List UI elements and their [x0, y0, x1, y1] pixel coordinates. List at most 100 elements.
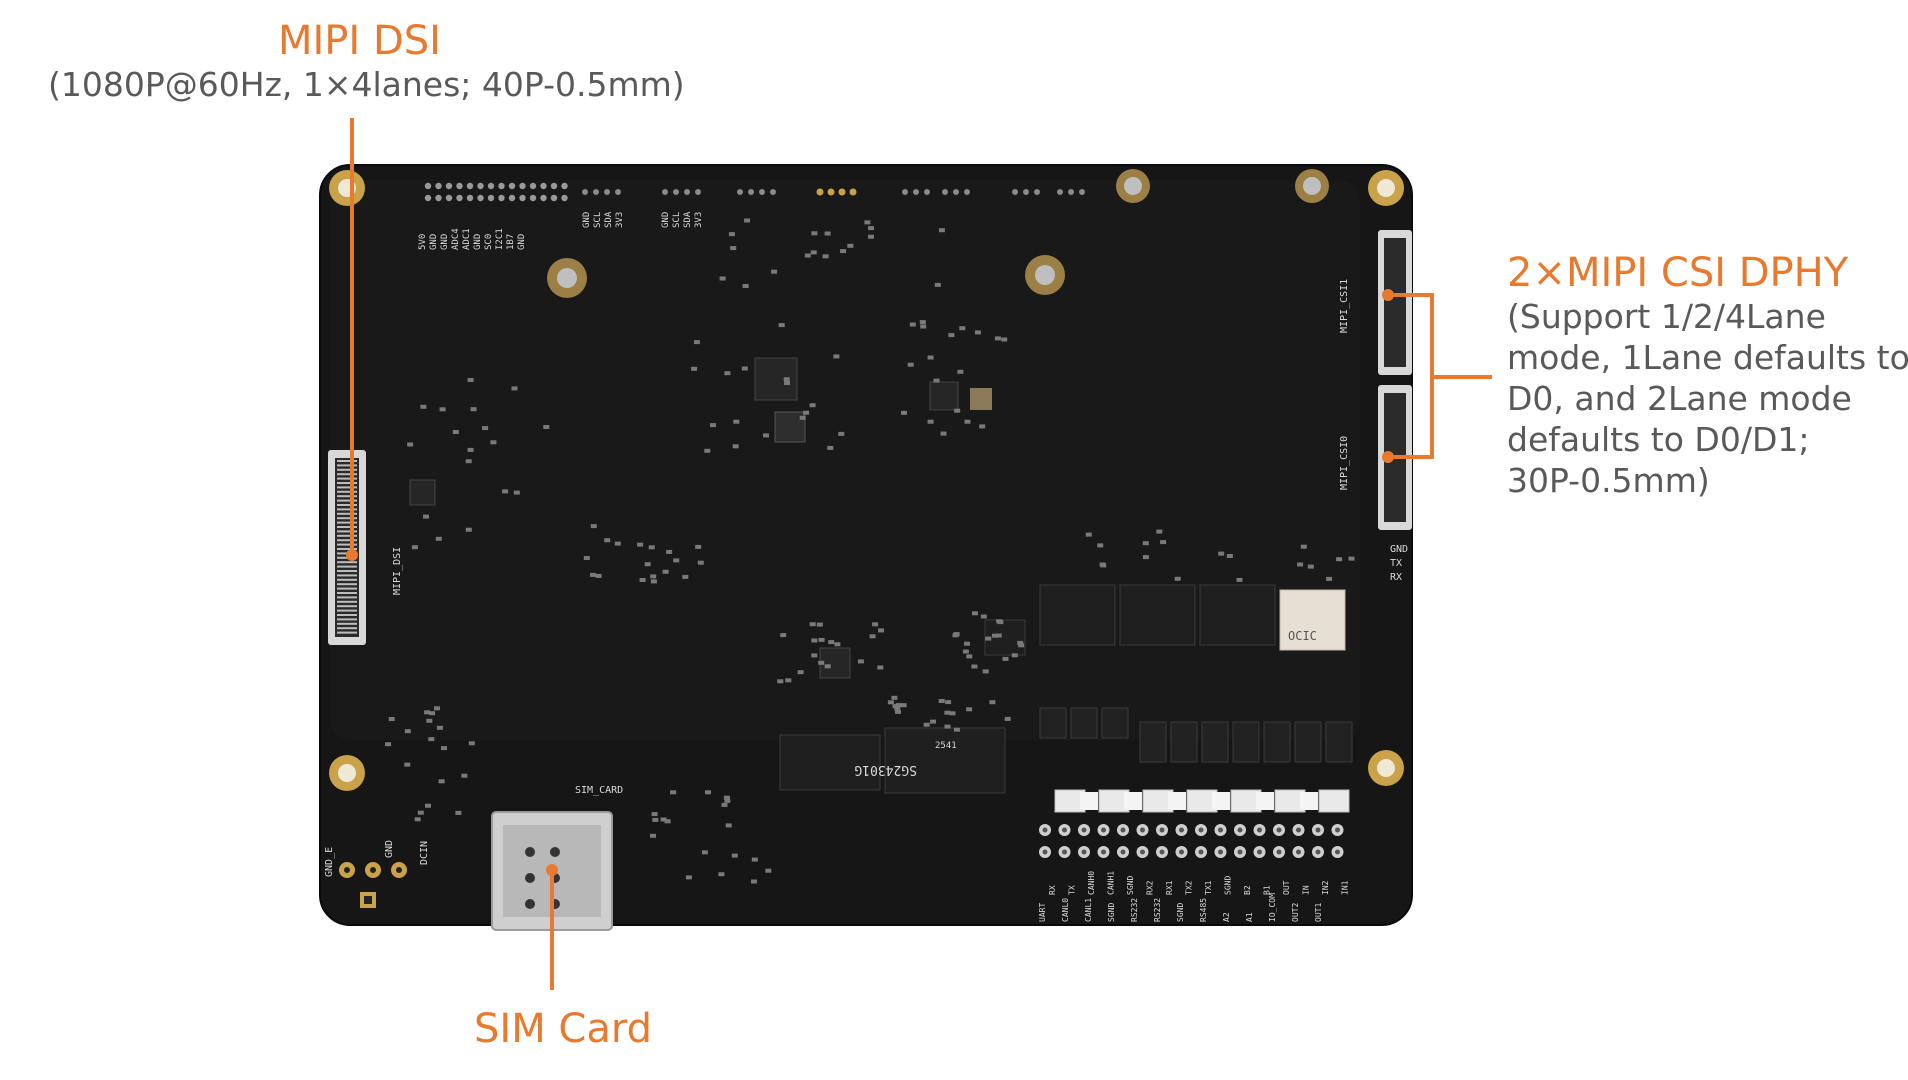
smd-component [728, 232, 735, 237]
mosfet [1101, 707, 1129, 739]
header-pin [529, 194, 537, 202]
smd-component [724, 371, 731, 376]
smd-component [644, 562, 651, 567]
smd-component [662, 569, 669, 574]
smd-component [1160, 540, 1167, 545]
smd-component [682, 574, 689, 579]
smd-component [420, 404, 427, 409]
connector-pin [337, 534, 357, 537]
top-pin-header [424, 182, 1085, 202]
smd-component [994, 336, 1001, 341]
smd-component [718, 872, 725, 877]
smd-component [436, 725, 443, 730]
smd-component [482, 426, 489, 431]
smd-component [741, 366, 748, 371]
smd-component [1017, 640, 1024, 645]
silk-terminal-label: CANH0 [1087, 871, 1096, 895]
silk-uart-rx: RX [1390, 572, 1402, 583]
connector-pin [337, 482, 357, 484]
smd-component [639, 578, 646, 582]
smd-component [824, 231, 831, 236]
header-pin [456, 194, 463, 202]
header-pin [1034, 189, 1040, 195]
smd-component [804, 253, 811, 258]
smd-component [797, 670, 804, 675]
smd-component [650, 579, 657, 584]
smd-component [940, 431, 947, 436]
smd-component [927, 419, 934, 424]
silk-terminal-label: UART [1038, 903, 1047, 922]
smd-component [919, 320, 926, 325]
smd-component [705, 790, 711, 795]
smd-component [751, 857, 758, 862]
smd-component [784, 381, 790, 385]
smd-component [1300, 544, 1307, 549]
connector-pin [337, 600, 357, 603]
connector-pin [337, 631, 357, 634]
header-pin [466, 194, 474, 202]
smd-component [771, 269, 778, 274]
connector-pin [337, 460, 357, 462]
smd-component [725, 823, 732, 828]
silk-header-label: GND [517, 234, 527, 250]
silk-terminal-label: TX2 [1185, 880, 1194, 895]
smd-component [923, 722, 930, 727]
smd-component [435, 536, 442, 541]
silk-header-label: 5V0 [418, 234, 428, 250]
smd-component [847, 243, 854, 248]
smd-component [997, 620, 1004, 625]
silk-terminal-label: TX1 [1204, 880, 1213, 895]
smd-component [438, 779, 445, 784]
smd-component [695, 544, 702, 549]
mipi-csi-subtitle-line: D0, and 2Lane mode [1507, 379, 1852, 418]
terminal-block [1256, 792, 1274, 810]
header-pin [508, 194, 516, 202]
connector-pin [337, 490, 357, 493]
smd-component [944, 724, 951, 729]
header-pin [456, 182, 463, 190]
mipi-csi1-connector [1378, 230, 1412, 375]
smd-component [763, 433, 769, 438]
connector-pin [337, 468, 357, 471]
smd-component [470, 407, 477, 412]
smd-component [1011, 653, 1018, 658]
smd-component [637, 542, 644, 547]
connector-pin [337, 486, 357, 489]
silk-terminal-label: RX1 [1165, 880, 1174, 895]
smd-component [838, 431, 845, 436]
smd-component [809, 403, 816, 408]
smd-component [765, 868, 772, 873]
smd-component [944, 710, 951, 715]
smd-component [1297, 562, 1304, 567]
smd-component [901, 410, 907, 415]
connector-pin [337, 570, 357, 572]
header-pin [540, 194, 547, 202]
mipi-csi-subtitle-line: 30P-0.5mm) [1507, 461, 1710, 500]
terminal-block [1212, 792, 1230, 810]
smd-component [691, 366, 698, 371]
smd-component [490, 440, 497, 445]
smd-component [985, 636, 992, 641]
mosfet [1325, 721, 1353, 763]
header-pin [487, 194, 495, 202]
silk-terminal-label: RX2 [1146, 880, 1155, 895]
silk-header-label: ADC4 [451, 228, 461, 250]
header-pin [529, 182, 537, 190]
terminal-block [1124, 792, 1142, 810]
smd-component [388, 717, 395, 721]
smd-component [407, 442, 414, 447]
smd-component [439, 407, 446, 412]
connector-pin [337, 578, 357, 581]
header-pin [498, 182, 505, 190]
smd-component [811, 653, 818, 658]
header-pin [1079, 189, 1085, 195]
gold-pin [827, 188, 835, 196]
silk-header-label: SC0 [484, 234, 494, 250]
smd-component [778, 323, 785, 328]
silk-uart-gnd: GND [1390, 544, 1408, 555]
smd-component [1326, 576, 1333, 581]
smd-component [1001, 337, 1008, 342]
smd-component [811, 638, 818, 643]
smd-component [822, 254, 829, 259]
terminal-block [1318, 789, 1350, 813]
